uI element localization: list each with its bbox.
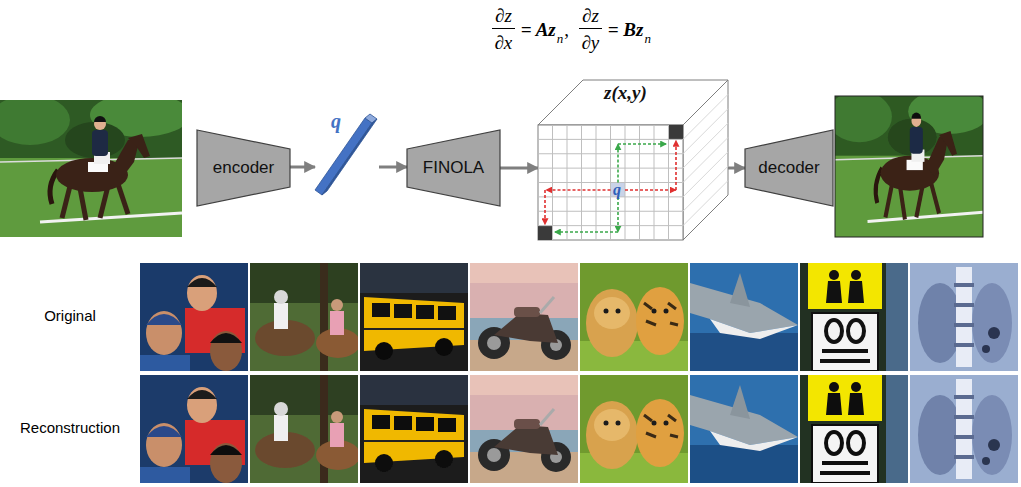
label-slot: ∂z [579, 4, 602, 29]
equation-term: , [564, 18, 569, 42]
block-label: encoder [213, 158, 274, 178]
trapezoid [745, 130, 833, 206]
label-slot: ∂z [492, 4, 515, 29]
block-label: FINOLA [423, 158, 484, 178]
label-slot: n [644, 29, 651, 47]
original-strip [140, 263, 1018, 371]
label-slot: , [564, 18, 569, 42]
equation-term: ∂x [494, 31, 512, 55]
feature-cube: z(x,y) q [538, 78, 728, 240]
decoder-block: decoder [745, 130, 833, 206]
bar-face [315, 118, 372, 195]
equation-subscript: n [644, 31, 651, 47]
label-slot: = Bz [608, 18, 644, 42]
flow-arrow [290, 166, 315, 169]
flow-arrow [379, 166, 407, 169]
equation-term: ∂z [579, 4, 602, 29]
label-slot: Original [44, 306, 96, 325]
label-slot: Reconstruction [20, 418, 120, 437]
vector-label: q [331, 110, 341, 132]
flow-arrow [728, 167, 745, 170]
photo-frame [835, 96, 983, 237]
cube-label: z(x,y) [604, 82, 647, 104]
label-slot: = Az [521, 18, 556, 42]
label-slot: ∂y [581, 31, 599, 55]
cube-grid [538, 80, 728, 240]
encoder-block: encoder [197, 130, 290, 206]
flow-arrow [500, 167, 538, 170]
input-photo [0, 93, 190, 237]
equation-term: ∂z [492, 4, 515, 29]
vector-label: q [613, 179, 621, 201]
label-slot: ∂x [494, 31, 512, 55]
equation-term: = Bz [608, 18, 644, 42]
finola-block: FINOLA [407, 130, 500, 206]
row-label: Original [44, 306, 96, 325]
equation-term: = Az [521, 18, 556, 42]
trapezoid [197, 130, 290, 206]
block-label: decoder [758, 158, 819, 178]
latent-vector: q [315, 112, 379, 204]
label-slot: n [557, 29, 564, 47]
row-label: Reconstruction [20, 418, 120, 437]
trapezoid [407, 130, 500, 206]
equation-subscript: n [557, 31, 564, 47]
reconstruction-strip [140, 375, 1018, 483]
equation-term: ∂y [581, 31, 599, 55]
shape-outline [315, 112, 379, 204]
output-photo [827, 89, 990, 237]
bar-side [322, 119, 377, 195]
